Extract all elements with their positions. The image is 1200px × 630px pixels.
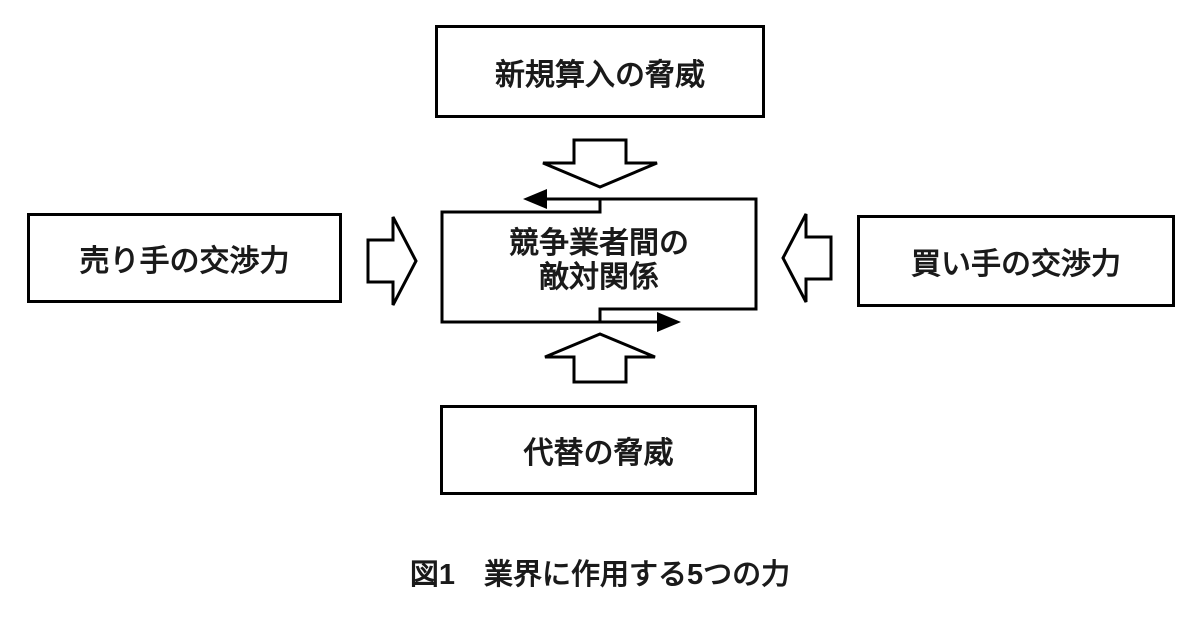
block-arrow-down-icon [542, 138, 658, 189]
box-threat-of-substitutes-label: 代替の脅威 [523, 437, 674, 470]
box-supplier-bargaining-power-label: 売り手の交渉力 [79, 245, 290, 278]
box-threat-of-new-entrants-label: 新規算入の脅威 [495, 58, 705, 92]
box-supplier-bargaining-power: 売り手の交渉力 [27, 213, 342, 303]
box-buyer-bargaining-power: 買い手の交渉力 [857, 215, 1175, 307]
box-threat-of-new-entrants: 新規算入の脅威 [435, 25, 765, 118]
block-arrow-up-icon [544, 332, 656, 384]
rivalry-loop-right-arrowhead-icon [657, 312, 681, 332]
center-rivalry-box [440, 197, 758, 324]
block-arrow-left-icon [781, 213, 833, 303]
block-arrow-right-icon [366, 216, 418, 306]
box-rivalry-among-competitors: 競争業者間の 敵対関係 [442, 212, 756, 310]
rivalry-label-line2: 敵対関係 [539, 261, 659, 294]
box-threat-of-substitutes: 代替の脅威 [440, 405, 757, 495]
rivalry-loop-left-arrowhead-icon [523, 189, 547, 209]
box-buyer-bargaining-power-label: 買い手の交渉力 [911, 248, 1121, 281]
figure-caption: 図1 業界に作用する5つの力 [409, 559, 791, 591]
rivalry-label-line1: 競争業者間の [509, 227, 689, 260]
